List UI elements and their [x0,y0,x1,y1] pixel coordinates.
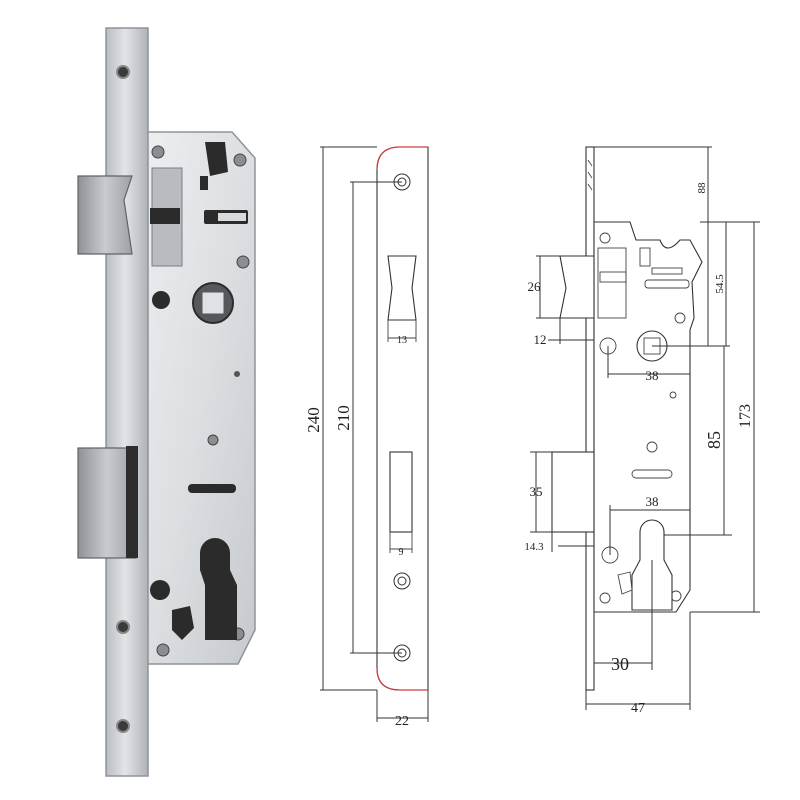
dim-30: 30 [611,654,629,674]
dim-47: 47 [631,701,645,716]
dim-35: 35 [530,484,543,499]
bolt-slot [188,484,236,493]
side-drawing: 88 54.5 85 173 26 12 38 35 [524,146,760,716]
face-latch-slot [387,255,417,321]
screw-hole-bottom [116,719,130,733]
dim-13: 13 [397,335,407,346]
lock-render [77,27,256,777]
dim-9: 9 [399,547,404,558]
dim-173: 173 [737,404,754,428]
dim-85: 85 [704,431,724,449]
faceplate-drawing: 240 210 13 9 22 [304,146,429,729]
screw-hole-top [116,65,130,79]
latch-lever [205,142,228,176]
faceplate-outline [376,146,429,691]
faceplate [105,27,149,777]
side-faceplate [585,146,595,691]
dim-26: 26 [528,279,542,294]
dim-240: 240 [304,407,323,433]
dim-54-5: 54.5 [714,274,726,294]
dim-38-cyl: 38 [646,494,659,509]
dim-14-3: 14.3 [524,541,544,553]
screw-hole-mid [116,620,130,634]
face-bolt-slot [389,451,413,533]
latch-bolt [77,175,133,255]
dim-12: 12 [534,332,547,347]
dim-22: 22 [395,714,409,729]
side-bolt [551,451,595,533]
side-latch [559,255,595,319]
dim-210: 210 [334,405,353,431]
cylinder-cutout [200,538,237,640]
dim-88: 88 [696,182,708,194]
dim-38-hub: 38 [646,368,659,383]
